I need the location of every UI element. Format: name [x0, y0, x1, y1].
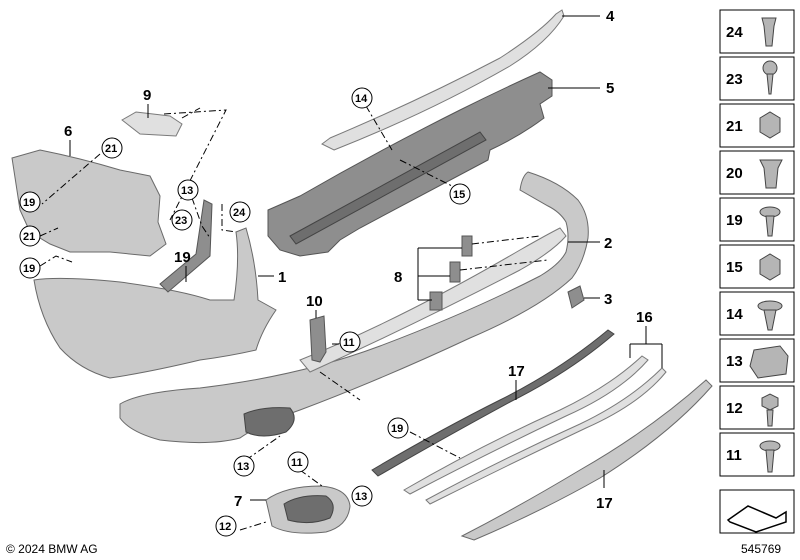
doc-number: 545769 — [741, 542, 781, 556]
callout-7: 7 — [234, 493, 242, 510]
hw-box-14 — [719, 291, 795, 336]
svg-text:15: 15 — [726, 259, 743, 276]
hw-box-19 — [719, 197, 795, 242]
part-8-clip-a — [461, 235, 473, 257]
hw-box-24 — [719, 9, 795, 54]
callout-18: 17 — [508, 363, 525, 380]
part-17-lower-trim — [460, 379, 713, 541]
callout-8: 8 — [394, 269, 402, 286]
hw-15-icon — [759, 253, 781, 281]
callout-2: 2 — [604, 235, 612, 252]
callout-16: 16 — [636, 309, 653, 326]
svg-text:23: 23 — [726, 71, 743, 88]
callout-13a: 13 — [181, 185, 193, 197]
svg-text:14: 14 — [726, 306, 743, 323]
plain-callouts: 4 5 2 3 1 6 9 19 10 8 16 17 17 7 — [64, 8, 653, 512]
callout-13c: 13 — [355, 491, 367, 503]
part-10-bracket — [309, 315, 327, 363]
exhaust-cutout — [243, 407, 295, 437]
part-6-mounting-bracket — [11, 149, 167, 257]
callout-22: 19 — [174, 249, 191, 266]
callout-12: 12 — [219, 521, 231, 533]
hw-20-icon — [759, 159, 783, 189]
svg-text:21: 21 — [726, 118, 743, 135]
callout-15a: 15 — [453, 189, 465, 201]
callout-19a: 19 — [23, 197, 35, 209]
svg-text:13: 13 — [726, 353, 743, 370]
hw-23-icon — [762, 60, 778, 76]
part-8-clip-b — [449, 261, 461, 283]
callout-9: 9 — [143, 87, 151, 104]
callout-14: 14 — [355, 93, 368, 105]
copyright: © 2024 BMW AG — [6, 542, 98, 556]
hw-box-21 — [719, 103, 795, 148]
hardware-panel: 24 23 21 20 19 15 14 13 12 11 — [719, 9, 795, 534]
hw-box-23 — [719, 56, 795, 101]
svg-text:24: 24 — [726, 24, 743, 41]
hw-box-15 — [719, 244, 795, 289]
callout-5: 5 — [606, 80, 614, 97]
part-8-clip-c — [429, 291, 443, 311]
hw-box-12 — [719, 385, 795, 430]
callout-11a: 11 — [343, 337, 355, 349]
svg-text:20: 20 — [726, 165, 743, 182]
svg-text:19: 19 — [726, 212, 743, 229]
part-16-strip-upper — [403, 355, 649, 495]
hw-12-icon — [761, 393, 779, 411]
callout-3: 3 — [604, 291, 612, 308]
callout-19b: 19 — [23, 263, 35, 275]
circled-callouts: 14 15 21 19 21 19 13 23 24 11 13 19 11 1… — [19, 87, 471, 537]
hw-13-icon — [749, 345, 789, 379]
callout-17: 17 — [596, 495, 613, 512]
hw-box-11 — [719, 432, 795, 477]
hw-21-icon — [759, 111, 781, 139]
callout-20: 21 — [105, 143, 117, 155]
callout-6: 6 — [64, 123, 72, 140]
part-9-plate — [121, 111, 183, 137]
callout-1: 1 — [278, 269, 286, 286]
callout-21: 21 — [23, 231, 35, 243]
part-7-inner — [283, 495, 334, 524]
callout-11b: 11 — [291, 457, 303, 469]
callout-23: 23 — [175, 215, 187, 227]
hw-24-icon — [761, 17, 777, 47]
callout-4: 4 — [606, 8, 615, 25]
part-1-corner-trim — [33, 227, 277, 379]
part-3-holder — [567, 285, 585, 309]
part-4-trim-strip — [321, 9, 565, 151]
part-18-strip — [371, 329, 615, 477]
callout-19c: 19 — [391, 423, 403, 435]
callout-13b: 13 — [237, 461, 249, 473]
hw-box-20 — [719, 150, 795, 195]
part-5-ribs — [289, 131, 487, 245]
callout-10: 10 — [306, 293, 323, 310]
part-16-strip-lower — [425, 367, 667, 505]
leader-lines — [69, 15, 663, 501]
dash-dot-lines — [39, 105, 549, 531]
svg-text:11: 11 — [726, 447, 742, 464]
callout-24: 24 — [233, 207, 246, 219]
svg-text:12: 12 — [726, 400, 743, 417]
legend-bracket-icon — [726, 505, 787, 533]
